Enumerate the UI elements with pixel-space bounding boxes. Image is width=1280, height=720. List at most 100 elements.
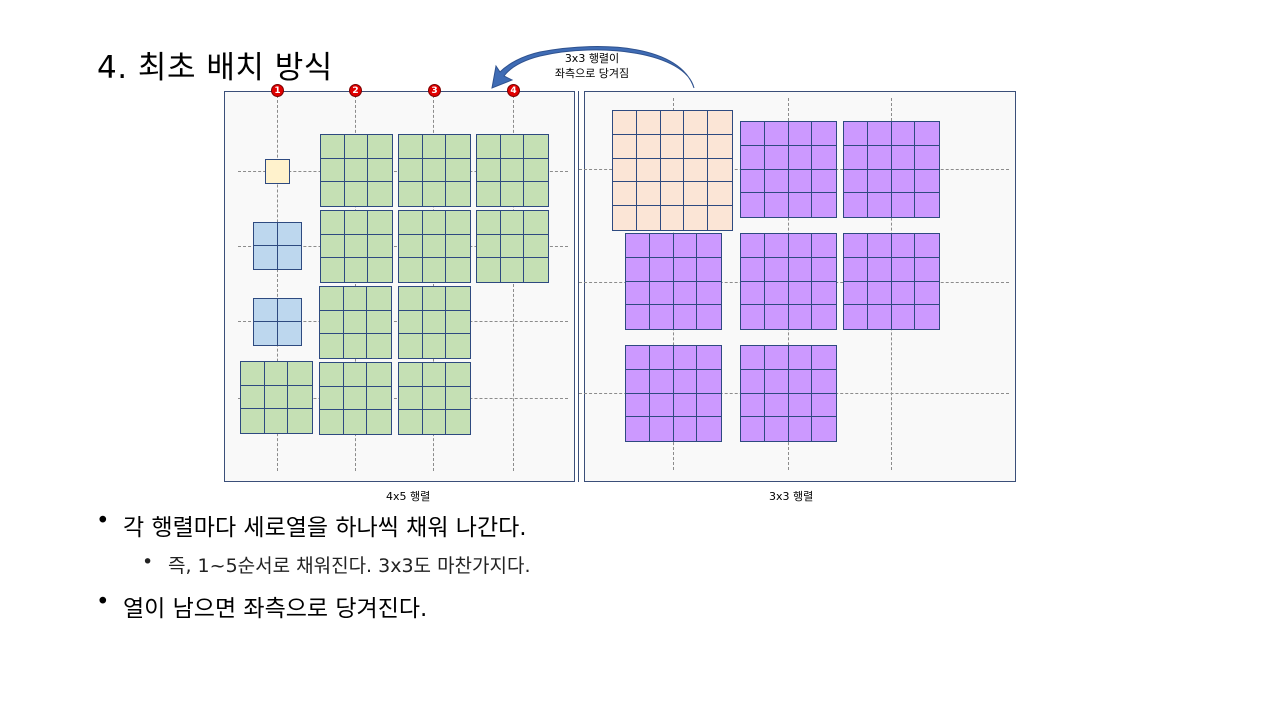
matrix-cell <box>344 234 369 259</box>
matrix-cell <box>915 305 939 329</box>
matrix-cell <box>812 305 836 329</box>
matrix-cell <box>684 158 709 183</box>
matrix-cell <box>320 310 344 335</box>
matrix-cell <box>446 287 470 311</box>
matrix-cell <box>788 393 813 418</box>
matrix-cell <box>741 281 765 306</box>
matrix-cell <box>477 158 501 183</box>
matrix-cell <box>915 122 939 146</box>
matrix-cell <box>613 158 637 183</box>
matrix-cell <box>788 346 813 370</box>
matrix-cell <box>321 182 345 206</box>
matrix-cell <box>241 409 265 433</box>
column-marker-3: 3 <box>428 84 441 97</box>
matrix-cell <box>844 169 868 194</box>
matrix-grid <box>398 362 471 435</box>
matrix-cell <box>422 234 447 259</box>
matrix-cell <box>524 159 548 183</box>
matrix-cell <box>915 258 939 282</box>
matrix-cell <box>613 206 637 230</box>
matrix-cell <box>321 135 345 159</box>
matrix-cell <box>891 122 916 146</box>
matrix-cell <box>867 169 892 194</box>
matrix-cell <box>524 258 548 282</box>
matrix-cell <box>764 281 789 306</box>
bullet-dot: • <box>96 589 110 615</box>
matrix-cell <box>446 387 470 411</box>
matrix-cell <box>266 160 289 183</box>
matrix-cell <box>399 334 423 358</box>
matrix-cell <box>891 281 916 306</box>
matrix-cell <box>708 135 732 159</box>
matrix-cell <box>915 282 939 306</box>
matrix-cell <box>708 159 732 183</box>
matrix-cell <box>422 158 447 183</box>
matrix-cell <box>649 257 674 282</box>
matrix-cell <box>891 169 916 194</box>
matrix-cell <box>422 287 447 311</box>
matrix-cell <box>660 158 685 183</box>
matrix-cell <box>626 393 650 418</box>
matrix-cell <box>697 370 721 394</box>
matrix-cell <box>422 135 447 159</box>
matrix-cell <box>697 417 721 441</box>
matrix-cell <box>446 235 470 259</box>
matrix-cell <box>697 305 721 329</box>
matrix-cell <box>812 394 836 418</box>
matrix-cell <box>626 417 650 441</box>
matrix-cell <box>660 134 685 159</box>
matrix-cell <box>500 211 525 235</box>
matrix-cell <box>649 369 674 394</box>
matrix-cell <box>367 410 391 434</box>
matrix-grid <box>253 222 302 270</box>
matrix-cell <box>684 182 709 207</box>
bullet-item: • 열이 남으면 좌측으로 당겨진다. <box>96 589 531 623</box>
matrix-cell <box>367 287 391 311</box>
matrix-cell <box>892 305 916 329</box>
matrix-cell <box>673 234 698 258</box>
matrix-cell <box>477 211 501 235</box>
matrix-cell <box>636 158 661 183</box>
matrix-cell <box>367 363 391 387</box>
matrix-cell <box>788 281 813 306</box>
matrix-cell <box>613 182 637 207</box>
matrix-cell <box>708 182 732 207</box>
matrix-cell <box>626 369 650 394</box>
bullet-dot: • <box>96 508 110 534</box>
matrix-cell <box>626 257 650 282</box>
matrix-cell <box>812 193 836 217</box>
matrix-cell <box>891 234 916 258</box>
matrix-cell <box>399 182 423 206</box>
matrix-cell <box>637 206 661 230</box>
matrix-cell <box>320 334 344 358</box>
matrix-grid <box>476 134 549 207</box>
matrix-cell <box>765 305 789 329</box>
curved-arrow-icon <box>491 46 695 89</box>
guide-vertical <box>277 95 278 471</box>
matrix-cell <box>626 281 650 306</box>
matrix-cell <box>367 311 391 335</box>
matrix-cell <box>446 410 470 434</box>
matrix-cell <box>422 310 447 335</box>
matrix-cell <box>915 234 939 258</box>
matrix-cell <box>345 182 369 206</box>
matrix-cell <box>868 193 892 217</box>
matrix-cell <box>867 122 892 146</box>
matrix-cell <box>915 193 939 217</box>
matrix-grid <box>265 159 290 184</box>
column-marker-1: 1 <box>271 84 284 97</box>
matrix-cell <box>812 170 836 194</box>
matrix-cell <box>423 334 447 358</box>
matrix-grid <box>740 345 837 442</box>
matrix-cell <box>844 145 868 170</box>
matrix-cell <box>788 234 813 258</box>
right-panel-caption: 3x3 행렬 <box>769 490 814 503</box>
matrix-cell <box>321 234 345 259</box>
matrix-cell <box>626 346 650 370</box>
matrix-cell <box>344 211 369 235</box>
matrix-cell <box>446 135 470 159</box>
matrix-cell <box>241 385 265 410</box>
matrix-cell <box>254 322 278 345</box>
arrow-label: 3x3 행렬이 좌측으로 당겨짐 <box>532 51 652 81</box>
matrix-cell <box>399 234 423 259</box>
